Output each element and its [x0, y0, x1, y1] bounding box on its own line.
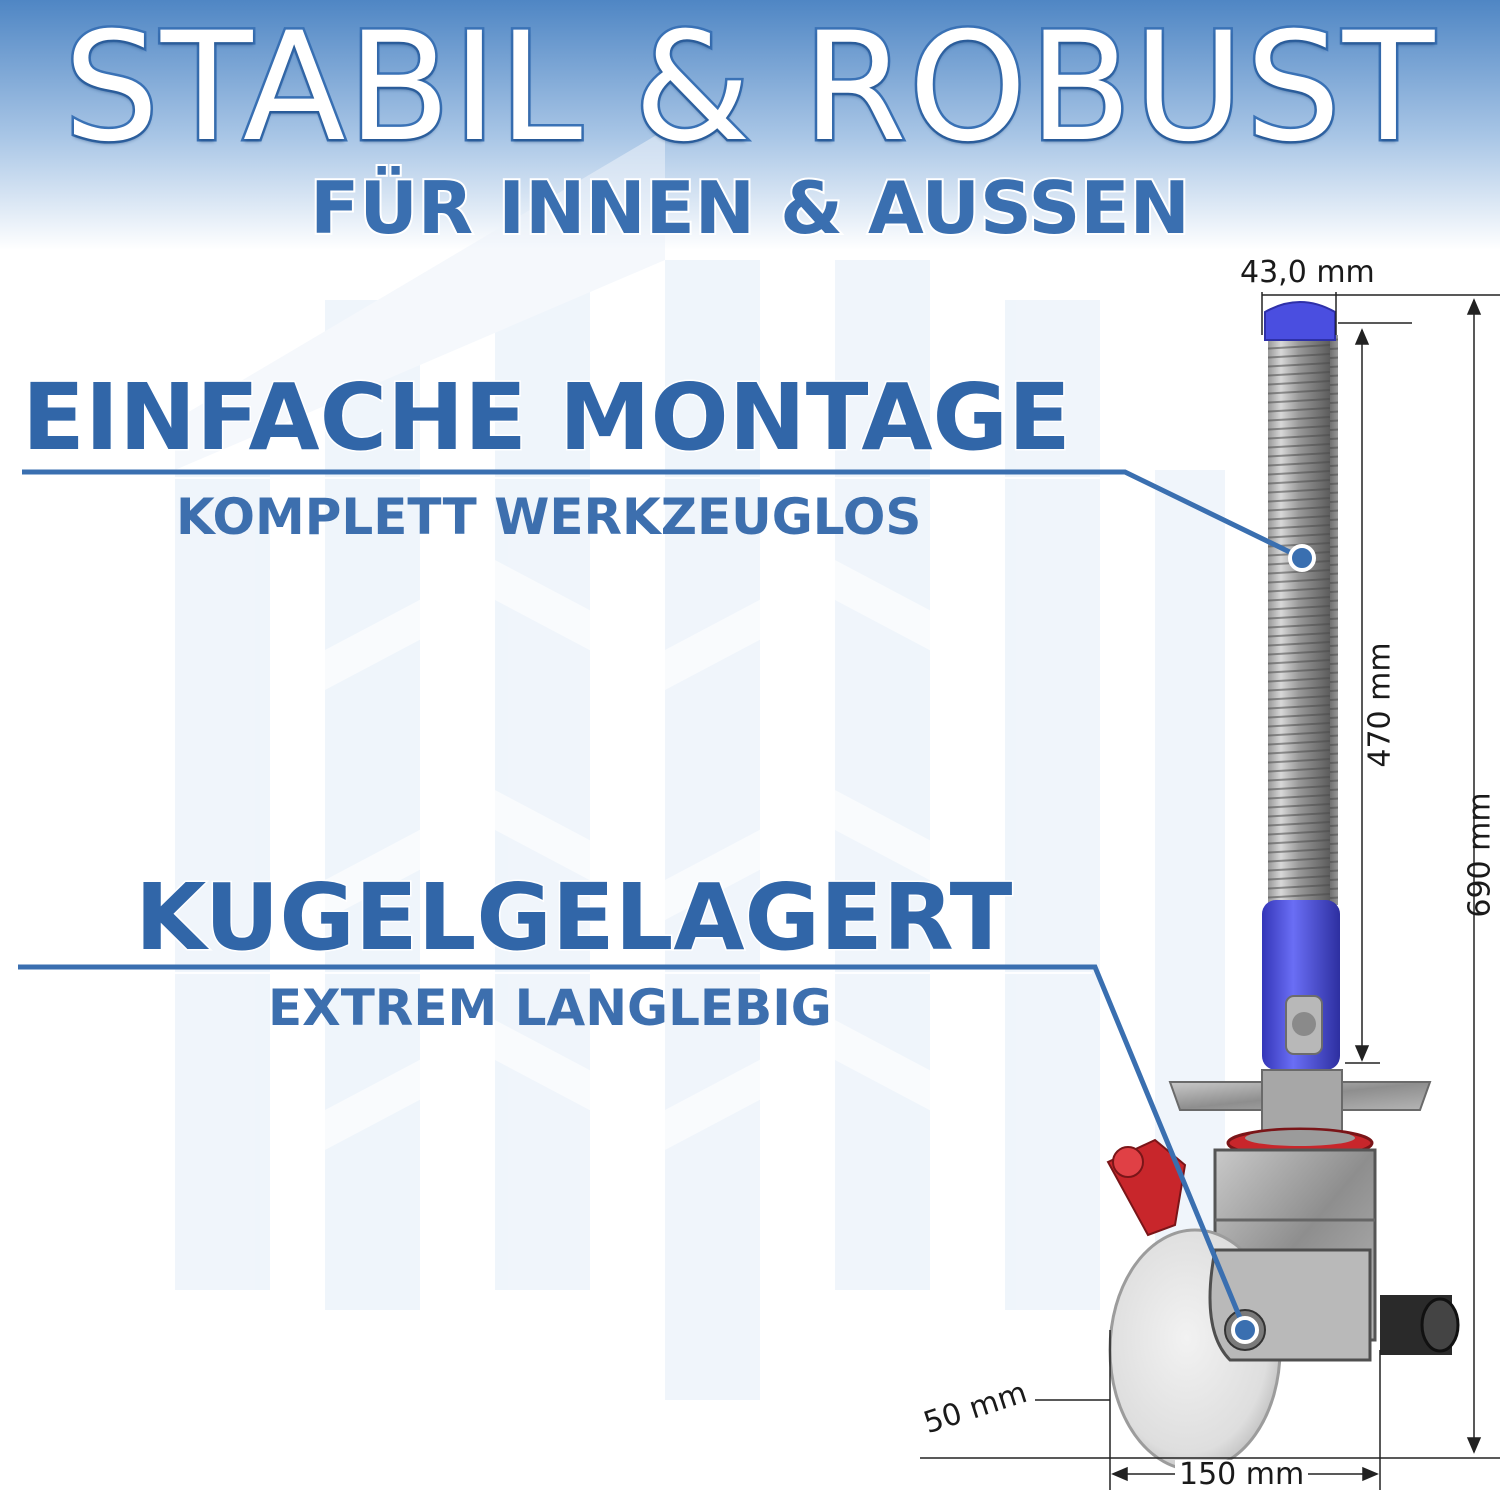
spindle-thread — [1268, 335, 1338, 905]
header-background — [0, 0, 1500, 250]
watermark-chevrons — [325, 560, 1005, 1150]
feature-title-montage: EINFACHE MONTAGE — [21, 364, 1073, 471]
feature-title-bearing: KUGELGELAGERT — [133, 864, 1013, 971]
dimension-lines — [920, 292, 1500, 1490]
callout-dot-montage — [1288, 544, 1316, 572]
spindle-cap — [1264, 301, 1336, 341]
page-title: STABIL & ROBUST — [61, 0, 1437, 175]
page-subtitle: FÜR INNEN & AUSSEN — [308, 166, 1192, 250]
dimension-label-height: 690 mm — [1462, 792, 1498, 918]
dimension-label-spindle: 470 mm — [1362, 642, 1398, 768]
callout-dot-bearing — [1231, 1316, 1259, 1344]
watermark-logo — [175, 130, 1225, 1400]
dimension-label-diameter: 43,0 mm — [1240, 255, 1375, 290]
feature-subtitle-bearing: EXTREM LANGLEBIG — [268, 979, 832, 1037]
feature-subtitle-montage: KOMPLETT WERKZEUGLOS — [176, 488, 922, 546]
callout-lines — [18, 469, 1304, 1331]
dimension-label-wheel-diameter: 150 mm — [1175, 1460, 1309, 1490]
